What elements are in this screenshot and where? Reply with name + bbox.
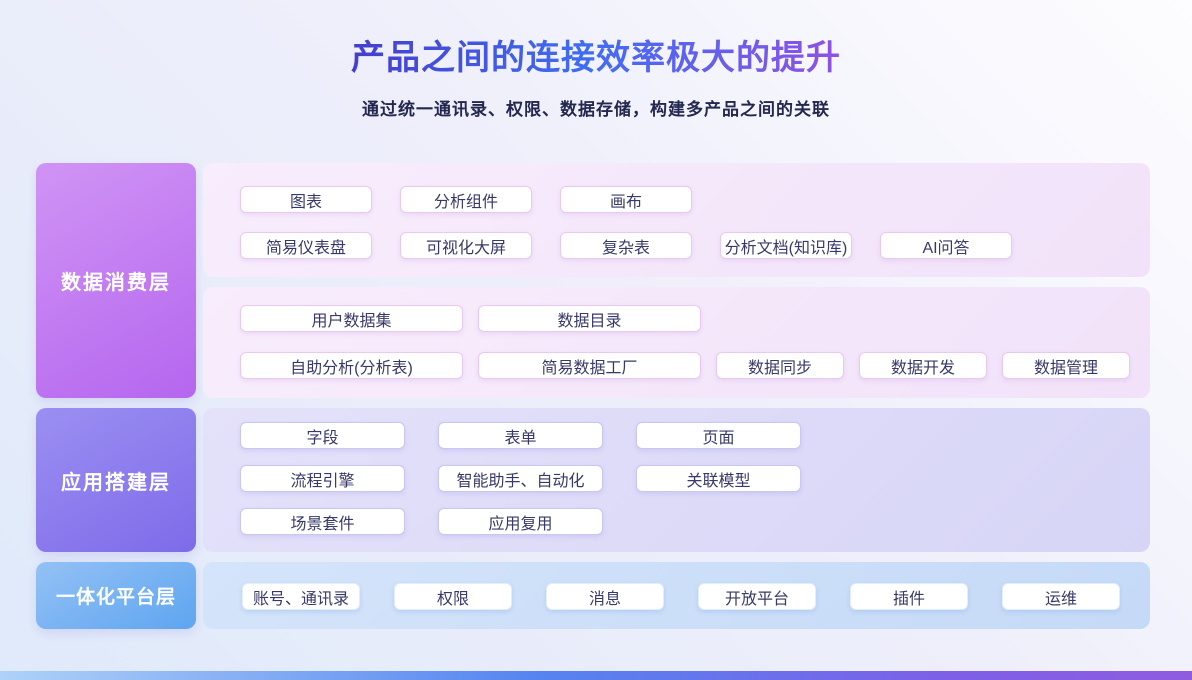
slide-header: 产品之间的连接效率极大的提升 通过统一通讯录、权限、数据存储，构建多产品之间的关… bbox=[0, 0, 1192, 120]
capability-chip: 智能助手、自动化 bbox=[438, 465, 603, 492]
layer-label-app-building: 应用搭建层 bbox=[36, 408, 196, 552]
capability-chip: 权限 bbox=[394, 583, 512, 610]
capability-chip: 开放平台 bbox=[698, 583, 816, 610]
capability-chip: 字段 bbox=[240, 422, 405, 449]
capability-chip: 页面 bbox=[636, 422, 801, 449]
capability-chip: 场景套件 bbox=[240, 508, 405, 535]
capability-chip: 数据同步 bbox=[716, 352, 844, 379]
capability-chip: 复杂表 bbox=[560, 232, 692, 259]
capability-chip: 分析组件 bbox=[400, 186, 532, 213]
chip-row: 图表 分析组件 画布 bbox=[240, 186, 1150, 213]
capability-chip: 简易数据工厂 bbox=[478, 352, 701, 379]
capability-chip: 数据开发 bbox=[859, 352, 987, 379]
layer-app-building: 应用搭建层 字段 表单 页面 流程引擎 智能助手、自动化 关联模型 场景套件 bbox=[36, 408, 1150, 552]
capability-chip: 图表 bbox=[240, 186, 372, 213]
panel-analysis-display: 图表 分析组件 画布 简易仪表盘 可视化大屏 复杂表 分析文档(知识库) AI问… bbox=[203, 163, 1150, 277]
panel-data-management: 用户数据集 数据目录 自助分析(分析表) 简易数据工厂 数据同步 数据开发 数据… bbox=[203, 287, 1150, 398]
layer-content-app-building: 字段 表单 页面 流程引擎 智能助手、自动化 关联模型 场景套件 应用复用 bbox=[203, 408, 1150, 552]
layer-data-consumption: 数据消费层 图表 分析组件 画布 简易仪表盘 可视化大屏 复杂表 分析文档(知识… bbox=[36, 163, 1150, 398]
capability-chip: 消息 bbox=[546, 583, 664, 610]
capability-chip: 分析文档(知识库) bbox=[720, 232, 852, 259]
capability-chip: 数据管理 bbox=[1002, 352, 1130, 379]
layer-label-platform: 一体化平台层 bbox=[36, 562, 196, 629]
chip-row: 用户数据集 数据目录 bbox=[240, 305, 1150, 332]
footer-gradient-bar bbox=[0, 671, 1192, 680]
layer-label-data-consumption: 数据消费层 bbox=[36, 163, 196, 398]
chip-row: 账号、通讯录 权限 消息 开放平台 插件 运维 bbox=[242, 583, 1150, 610]
capability-chip: 简易仪表盘 bbox=[240, 232, 372, 259]
page-subtitle: 通过统一通讯录、权限、数据存储，构建多产品之间的关联 bbox=[362, 100, 830, 119]
architecture-diagram: 数据消费层 图表 分析组件 画布 简易仪表盘 可视化大屏 复杂表 分析文档(知识… bbox=[36, 163, 1150, 629]
chip-row: 简易仪表盘 可视化大屏 复杂表 分析文档(知识库) AI问答 bbox=[240, 232, 1150, 259]
panel-platform: 账号、通讯录 权限 消息 开放平台 插件 运维 bbox=[203, 562, 1150, 629]
panel-app-building: 字段 表单 页面 流程引擎 智能助手、自动化 关联模型 场景套件 应用复用 bbox=[203, 408, 1150, 552]
capability-chip: 数据目录 bbox=[478, 305, 701, 332]
capability-chip: 可视化大屏 bbox=[400, 232, 532, 259]
chip-row: 流程引擎 智能助手、自动化 关联模型 bbox=[240, 465, 1150, 492]
capability-chip: 用户数据集 bbox=[240, 305, 463, 332]
layer-platform: 一体化平台层 账号、通讯录 权限 消息 开放平台 插件 运维 bbox=[36, 562, 1150, 629]
capability-chip: 关联模型 bbox=[636, 465, 801, 492]
layer-content-platform: 账号、通讯录 权限 消息 开放平台 插件 运维 bbox=[203, 562, 1150, 629]
capability-chip: 插件 bbox=[850, 583, 968, 610]
page-title: 产品之间的连接效率极大的提升 bbox=[351, 30, 841, 79]
layer-content-data-consumption: 图表 分析组件 画布 简易仪表盘 可视化大屏 复杂表 分析文档(知识库) AI问… bbox=[203, 163, 1150, 398]
capability-chip: 自助分析(分析表) bbox=[240, 352, 463, 379]
capability-chip: AI问答 bbox=[880, 232, 1012, 259]
capability-chip: 运维 bbox=[1002, 583, 1120, 610]
capability-chip: 表单 bbox=[438, 422, 603, 449]
capability-chip: 账号、通讯录 bbox=[242, 583, 360, 610]
capability-chip: 流程引擎 bbox=[240, 465, 405, 492]
capability-chip: 画布 bbox=[560, 186, 692, 213]
chip-row: 字段 表单 页面 bbox=[240, 422, 1150, 449]
chip-row: 自助分析(分析表) 简易数据工厂 数据同步 数据开发 数据管理 bbox=[240, 352, 1150, 379]
chip-row: 场景套件 应用复用 bbox=[240, 508, 1150, 535]
capability-chip: 应用复用 bbox=[438, 508, 603, 535]
